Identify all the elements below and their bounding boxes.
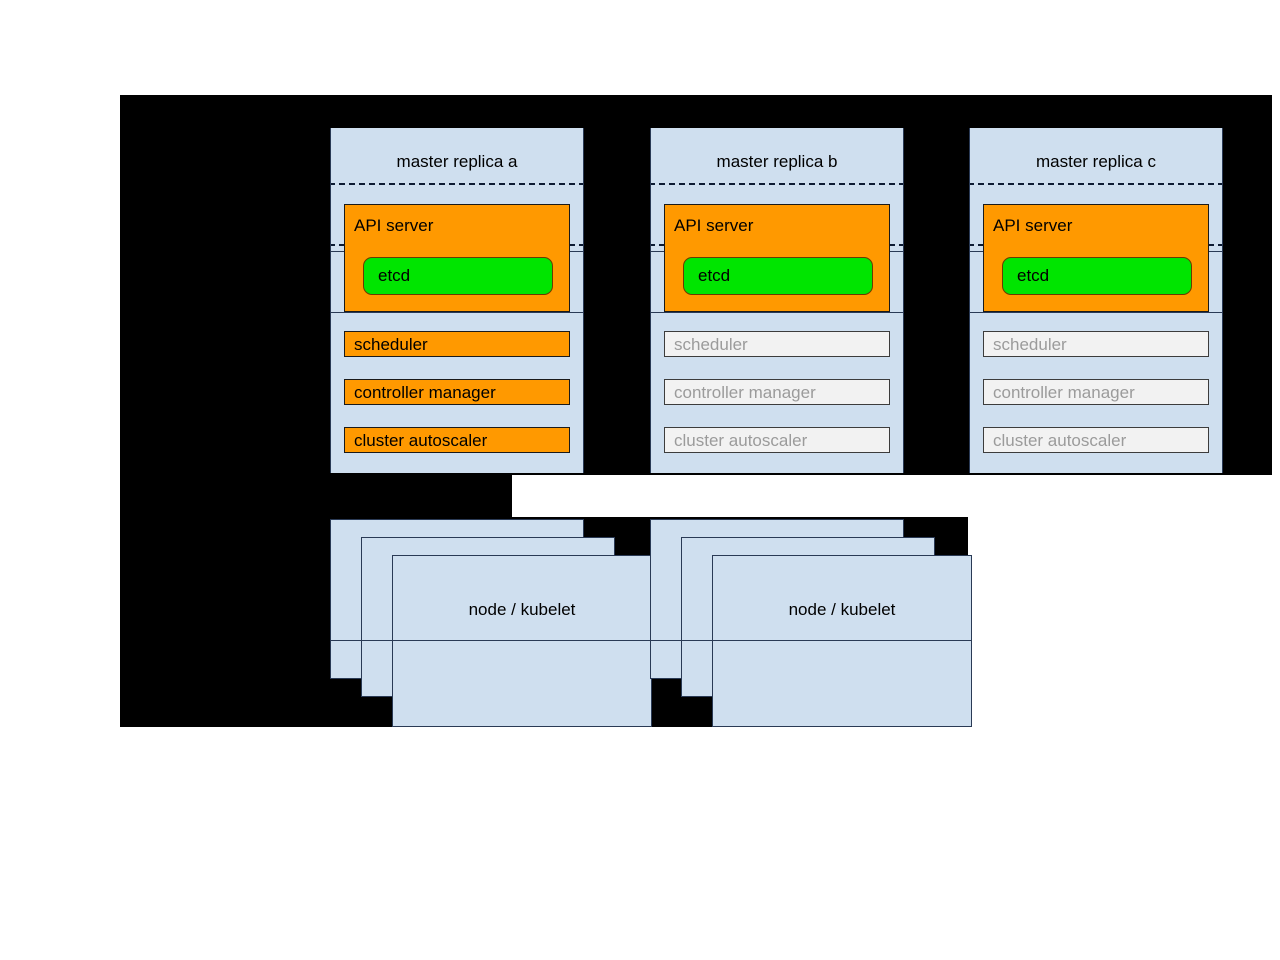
replica-a-divider-top [331,183,583,185]
master-replica-b-title: master replica b [716,152,838,171]
replica-c-scheduler[interactable]: scheduler [983,331,1209,357]
node-group-2-label: node / kubelet [788,600,896,619]
replica-c-cluster-autoscaler[interactable]: cluster autoscaler [983,427,1209,453]
replica-a-controller-manager[interactable]: controller manager [344,379,570,405]
replica-a-rule-lower [331,312,583,313]
replica-c-rule-lower [970,312,1222,313]
replica-b-rule-lower [651,312,903,313]
replica-b-api-server[interactable]: API server etcd [664,204,890,312]
replica-b-divider-top [651,183,903,185]
replica-c-api-server-label: API server [993,216,1073,235]
replica-b-controller-manager[interactable]: controller manager [664,379,890,405]
replica-b-api-server-label: API server [674,216,754,235]
replica-a-cluster-autoscaler[interactable]: cluster autoscaler [344,427,570,453]
replica-b-cluster-autoscaler[interactable]: cluster autoscaler [664,427,890,453]
replica-a-etcd[interactable]: etcd [363,257,553,295]
replica-a-api-server[interactable]: API server etcd [344,204,570,312]
replica-c-divider-top [970,183,1222,185]
replica-c-controller-manager[interactable]: controller manager [983,379,1209,405]
node-group-2-layer-front[interactable]: node / kubelet [712,555,972,727]
node-group-1-label: node / kubelet [468,600,576,619]
replica-a-scheduler[interactable]: scheduler [344,331,570,357]
node-group-1-layer-front[interactable]: node / kubelet [392,555,652,727]
node-group-2-rule [650,640,972,641]
replica-a-api-server-label: API server [354,216,434,235]
replica-b-scheduler[interactable]: scheduler [664,331,890,357]
master-replica-c-title: master replica c [1036,152,1156,171]
replica-b-etcd[interactable]: etcd [683,257,873,295]
replica-c-api-server[interactable]: API server etcd [983,204,1209,312]
replica-c-etcd[interactable]: etcd [1002,257,1192,295]
node-group-1-rule [330,640,652,641]
master-replica-a-title: master replica a [396,152,518,171]
